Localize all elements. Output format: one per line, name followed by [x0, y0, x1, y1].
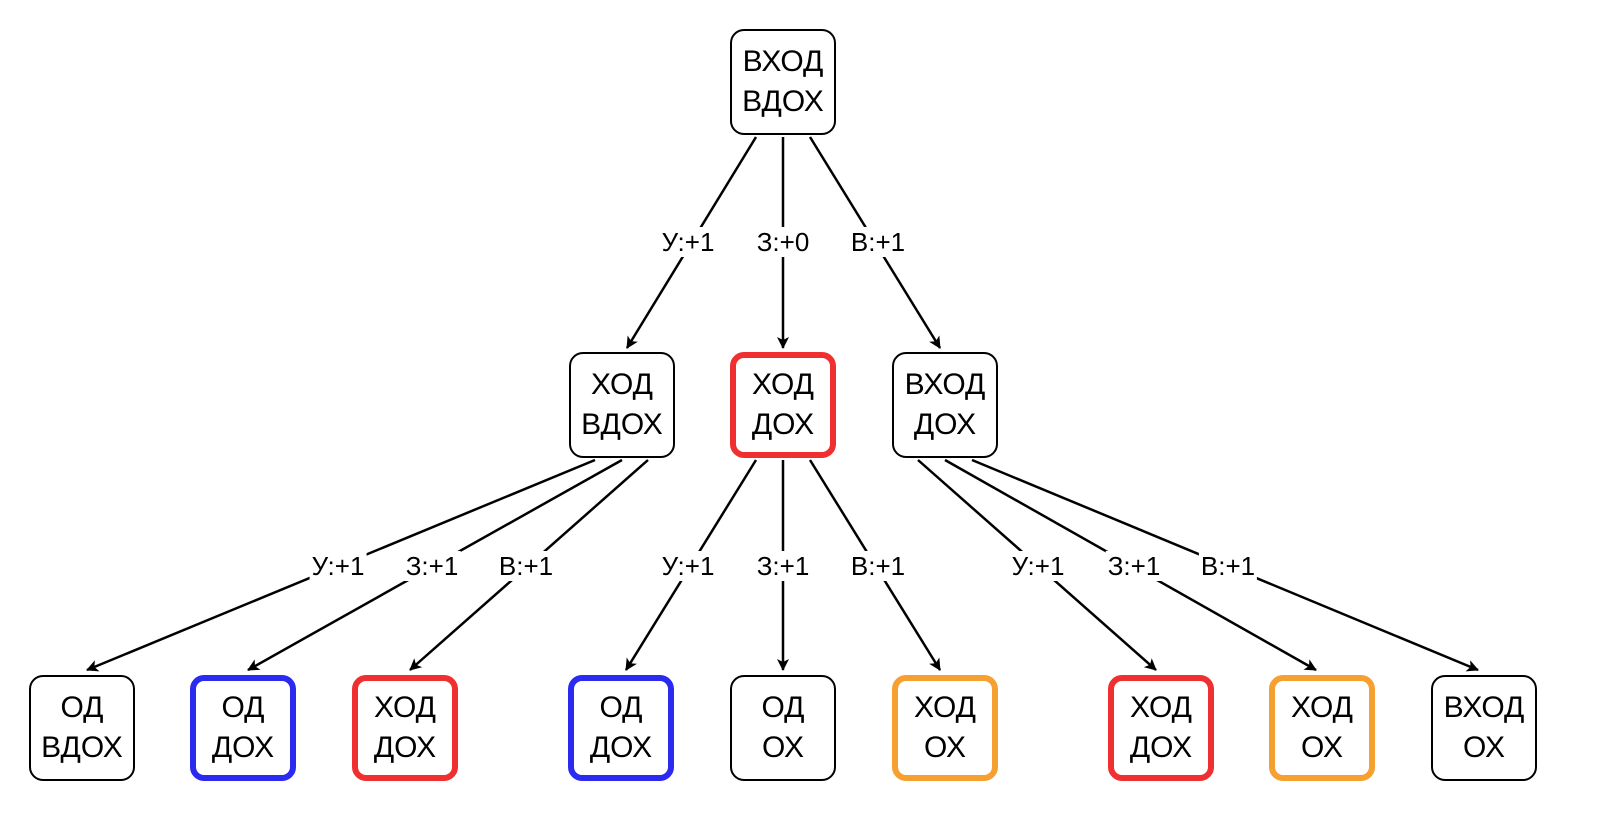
node-line-1: ВХОД — [1443, 691, 1525, 724]
tree-node-m2: ХОД ДОХ — [730, 352, 836, 458]
node-line-2: ДОХ — [913, 408, 977, 441]
node-line-1: ХОД — [1290, 691, 1353, 724]
node-line-2: ВДОХ — [41, 731, 123, 764]
tree-node-b8: ХОД ОХ — [1269, 675, 1375, 781]
node-line-2: ОХ — [1463, 731, 1505, 764]
edge-label: В:+1 — [1198, 551, 1258, 581]
tree-node-b3: ХОД ДОХ — [352, 675, 458, 781]
node-line-2: ВДОХ — [742, 85, 824, 118]
node-line-1: ХОД — [590, 368, 653, 401]
node-line-1: ОД — [761, 691, 805, 724]
edge-label: З:+1 — [403, 551, 461, 581]
edge-label: З:+1 — [1105, 551, 1163, 581]
edge-label: В:+1 — [848, 227, 908, 257]
tree-node-m1: ХОД ВДОХ — [569, 352, 675, 458]
tree-node-root: ВХОД ВДОХ — [730, 29, 836, 135]
tree-node-b1: ОД ВДОХ — [29, 675, 135, 781]
node-line-2: ДОХ — [211, 731, 275, 764]
node-line-1: ВХОД — [742, 45, 824, 78]
tree-node-b5: ОД ОХ — [730, 675, 836, 781]
tree-node-m3: ВХОД ДОХ — [892, 352, 998, 458]
tree-node-b2: ОД ДОХ — [190, 675, 296, 781]
edge-label: З:+1 — [754, 551, 812, 581]
node-line-2: ОХ — [762, 731, 804, 764]
tree-node-b6: ХОД ОХ — [892, 675, 998, 781]
edge-label: У:+1 — [659, 551, 717, 581]
node-line-2: ДОХ — [589, 731, 653, 764]
edge-label: В:+1 — [496, 551, 556, 581]
node-line-1: ОД — [221, 691, 265, 724]
node-line-1: ХОД — [1129, 691, 1192, 724]
node-line-1: ХОД — [373, 691, 436, 724]
edge-label: У:+1 — [659, 227, 717, 257]
node-line-2: ДОХ — [1129, 731, 1193, 764]
node-line-2: ВДОХ — [581, 408, 663, 441]
tree-node-b9: ВХОД ОХ — [1431, 675, 1537, 781]
node-line-1: ОД — [60, 691, 104, 724]
edge-label: В:+1 — [848, 551, 908, 581]
edge-label: У:+1 — [1009, 551, 1067, 581]
tree-node-b7: ХОД ДОХ — [1108, 675, 1214, 781]
node-line-1: ВХОД — [904, 368, 986, 401]
node-line-2: ОХ — [1301, 731, 1343, 764]
node-line-1: ХОД — [751, 368, 814, 401]
edge-label: З:+0 — [754, 227, 812, 257]
node-line-2: ДОХ — [373, 731, 437, 764]
edge-label: У:+1 — [309, 551, 367, 581]
node-line-2: ДОХ — [751, 408, 815, 441]
node-line-1: ХОД — [913, 691, 976, 724]
node-line-1: ОД — [599, 691, 643, 724]
tree-node-b4: ОД ДОХ — [568, 675, 674, 781]
node-line-2: ОХ — [924, 731, 966, 764]
